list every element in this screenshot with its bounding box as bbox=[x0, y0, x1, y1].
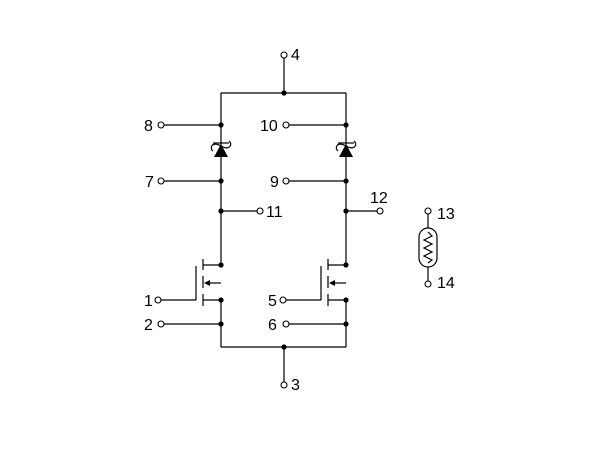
pin-labels: 4 8 10 7 9 11 12 13 14 1 5 2 6 3 bbox=[144, 47, 455, 394]
pin-label-5: 5 bbox=[268, 293, 277, 310]
mosfet-left bbox=[160, 259, 222, 325]
terminal-3 bbox=[280, 381, 288, 389]
terminal-2 bbox=[157, 320, 165, 328]
pin-label-9: 9 bbox=[270, 174, 279, 191]
terminal-6 bbox=[282, 320, 290, 328]
pin-label-2: 2 bbox=[144, 317, 153, 334]
pin-label-4: 4 bbox=[291, 47, 300, 64]
pin-label-14: 14 bbox=[437, 275, 455, 292]
terminal-14 bbox=[424, 280, 432, 288]
terminal-4 bbox=[280, 51, 288, 59]
pin-label-11: 11 bbox=[266, 204, 283, 221]
pin-label-3: 3 bbox=[291, 377, 300, 394]
pin-label-13: 13 bbox=[437, 206, 455, 223]
pin-label-7: 7 bbox=[145, 174, 154, 191]
terminal-11 bbox=[256, 207, 264, 215]
terminal-5 bbox=[279, 296, 287, 304]
terminal-7 bbox=[157, 177, 165, 185]
terminal-10 bbox=[282, 121, 290, 129]
diode-left bbox=[210, 140, 232, 157]
pin-label-6: 6 bbox=[268, 317, 277, 334]
pin-label-1: 1 bbox=[144, 293, 153, 310]
diode-right bbox=[335, 140, 357, 157]
wiring bbox=[220, 55, 347, 383]
pin-label-8: 8 bbox=[144, 118, 153, 135]
terminal-13 bbox=[424, 207, 432, 215]
terminals bbox=[154, 51, 432, 389]
thermistor bbox=[418, 213, 438, 282]
terminal-12 bbox=[376, 207, 384, 215]
junction-dots bbox=[218, 90, 349, 350]
mosfet-right bbox=[285, 259, 347, 325]
pin-stubs bbox=[163, 124, 378, 325]
terminal-1 bbox=[154, 296, 162, 304]
pin-label-12: 12 bbox=[370, 190, 388, 207]
terminal-8 bbox=[157, 121, 165, 129]
terminal-9 bbox=[282, 177, 290, 185]
pin-label-10: 10 bbox=[260, 118, 278, 135]
